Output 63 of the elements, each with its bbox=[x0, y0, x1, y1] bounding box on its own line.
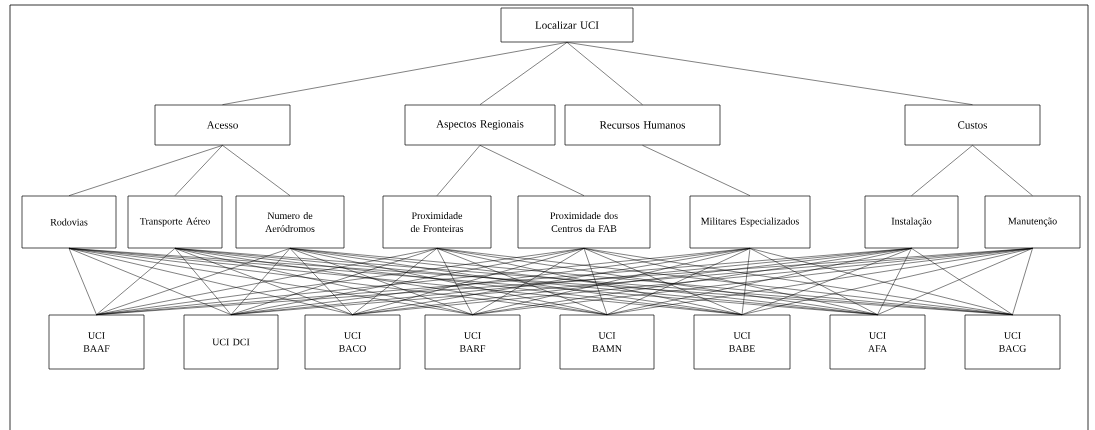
connector-line bbox=[911, 145, 973, 196]
connector-line bbox=[352, 248, 585, 315]
subcriterion-box: Militares Especializados bbox=[689, 195, 811, 249]
connector-line bbox=[96, 248, 176, 315]
criterion-box: Custos bbox=[904, 104, 1041, 146]
alternative-box: UCI DCI bbox=[183, 314, 279, 370]
connector-line bbox=[174, 248, 232, 315]
connector-line bbox=[174, 248, 353, 315]
connector-line bbox=[230, 248, 438, 315]
alternative-box: UCI BAAF bbox=[48, 314, 145, 370]
connector-line bbox=[606, 248, 912, 315]
alternative-box: UCI BACG bbox=[964, 314, 1061, 370]
connector-line bbox=[566, 42, 643, 105]
goal-box: Localizar UCI bbox=[500, 7, 634, 43]
connector-line bbox=[479, 145, 585, 196]
alternative-box: UCI BABE bbox=[693, 314, 791, 370]
connector-line bbox=[96, 248, 291, 315]
connector-line bbox=[642, 145, 751, 196]
connector-line bbox=[352, 248, 438, 315]
criterion-box: Acesso bbox=[154, 104, 291, 146]
criterion-box: Aspectos Regionais bbox=[404, 104, 556, 146]
connector-line bbox=[741, 248, 912, 315]
subcriterion-box: Proximidade dos Centros da FAB bbox=[517, 195, 651, 249]
connector-line bbox=[436, 248, 608, 315]
connector-line bbox=[472, 248, 585, 315]
subcriterion-box: Numero de Aeródromos bbox=[235, 195, 345, 249]
connector-line bbox=[877, 248, 912, 315]
connector-line bbox=[68, 248, 232, 315]
subcriterion-box: Rodovias bbox=[21, 195, 117, 249]
connector-line bbox=[174, 145, 223, 196]
connector-line bbox=[741, 248, 751, 315]
alternative-box: UCI BACO bbox=[304, 314, 401, 370]
subcriterion-box: Proximidade de Fronteiras bbox=[382, 195, 492, 249]
connector-line bbox=[566, 42, 973, 105]
alternative-box: UCI BAMN bbox=[559, 314, 655, 370]
criterion-box: Recursos Humanos bbox=[564, 104, 721, 146]
connector-line bbox=[289, 248, 473, 315]
connector-line bbox=[289, 248, 353, 315]
connector-line bbox=[222, 42, 568, 105]
connector-line bbox=[1012, 248, 1033, 315]
connector-line bbox=[972, 145, 1033, 196]
connector-line bbox=[911, 248, 1013, 315]
connector-line bbox=[877, 248, 1033, 315]
connector-line bbox=[436, 248, 473, 315]
connector-line bbox=[436, 145, 481, 196]
connector-line bbox=[479, 42, 568, 105]
connector-line bbox=[68, 248, 97, 315]
subcriterion-box: Instalação bbox=[864, 195, 959, 249]
connector-line bbox=[749, 248, 878, 315]
subcriterion-box: Manutenção bbox=[984, 195, 1081, 249]
connector-line bbox=[222, 145, 291, 196]
alternative-box: UCI BARF bbox=[424, 314, 521, 370]
connector-line bbox=[583, 248, 743, 315]
connector-line bbox=[174, 248, 473, 315]
connector-line bbox=[289, 248, 608, 315]
connector-line bbox=[68, 248, 353, 315]
alternative-box: UCI AFA bbox=[829, 314, 926, 370]
connector-line bbox=[583, 248, 608, 315]
connector-line bbox=[68, 145, 223, 196]
connector-line bbox=[230, 248, 291, 315]
connector-line bbox=[583, 248, 878, 315]
connector-line bbox=[606, 248, 751, 315]
subcriterion-box: Transporte Aéreo bbox=[127, 195, 223, 249]
